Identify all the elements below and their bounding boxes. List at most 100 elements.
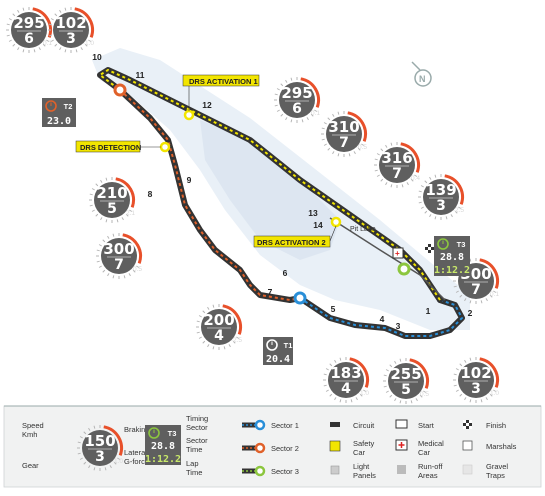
gauge-dial [201, 309, 237, 345]
gauge-gear-value: 4 [341, 381, 351, 397]
turn-number: 3 [396, 321, 401, 331]
legend-lap-label: Lap [186, 459, 199, 468]
legend-timing: T328.81:12.2TimingSectorSectorTimeLapTim… [145, 414, 208, 477]
gauge-speed-value: 200 [203, 311, 234, 329]
gauge-gear-value: 7 [339, 135, 349, 151]
gravel-trap-icon [462, 464, 473, 475]
gauge-gear-value: 6 [24, 31, 34, 47]
gauge-dial [458, 362, 494, 398]
timing-lap-time: 1:12.2 [434, 265, 470, 276]
svg-text:N: N [419, 74, 426, 84]
finish-flag-icon [463, 420, 472, 429]
gauge-speed-value: 139 [425, 181, 456, 199]
gauge-speed-value: 102 [460, 364, 491, 382]
gauge-lateral-g-value: 0.1 [490, 291, 499, 298]
timing-sector-time: 28.8 [440, 252, 464, 263]
legend-sector-2: Sector 2 [242, 442, 299, 454]
turn-number: 11 [136, 70, 145, 80]
turn-number: 4 [380, 314, 385, 324]
legend-sector-label: Sector 2 [271, 444, 299, 453]
legend-safety-label: Safety [353, 439, 375, 448]
svg-text:DRS DETECTION: DRS DETECTION [80, 143, 141, 152]
stopwatch-icon [437, 238, 449, 250]
legend-lap-time: Time [186, 468, 202, 477]
legend-timing-label: Timing [186, 414, 208, 423]
gauge-speed-value: 210 [96, 184, 127, 202]
gauge-dial [379, 147, 415, 183]
gauge-dial [328, 362, 364, 398]
gauge-gear-value: 6 [292, 101, 302, 117]
legend-start-label: Start [418, 421, 435, 430]
gauge-dial [101, 238, 137, 274]
timing-sector-label: T3 [457, 240, 466, 249]
legend-finish-label: Finish [486, 421, 506, 430]
turn-number: 13 [308, 208, 318, 218]
legend-gear-label: Gear [22, 461, 39, 470]
braking-arc [74, 7, 94, 38]
gauge-gear-value: 5 [107, 201, 117, 217]
legend-safety-car: Car [353, 448, 366, 457]
timing-sector-label: T2 [64, 102, 73, 111]
legend-timing-sector: Sector [186, 423, 208, 432]
timing-sector-label: T1 [284, 341, 293, 350]
sector-1-marker [293, 291, 307, 305]
gauge-speed-value: 295 [13, 14, 44, 32]
gauge-gear-value: 3 [66, 31, 76, 47]
pit-lane-path [329, 217, 446, 301]
marshal-icon [462, 440, 473, 451]
legend-gauge: 1503-1.0SpeedKmhGearBrakingLateralG-forc… [22, 421, 149, 471]
legend-speed-unit: Kmh [22, 430, 37, 439]
legend-lateral-label: Lateral [124, 448, 147, 457]
svg-text:DRS ACTIVATION 2: DRS ACTIVATION 2 [257, 238, 326, 247]
braking-arc [222, 304, 242, 335]
drs-activation-2-marker [330, 216, 342, 228]
gauge-lateral-g-value: -0.5 [356, 144, 368, 151]
legend-sector-time: Time [186, 445, 202, 454]
turn-number: 6 [283, 268, 288, 278]
legend-sector-1: Sector 1 [242, 419, 299, 431]
timing-sector-label: T3 [168, 429, 177, 438]
drs-activation-2-label: DRS ACTIVATION 2 [253, 225, 337, 248]
turn-number: 12 [202, 100, 212, 110]
gauge-dial [53, 12, 89, 48]
stopwatch-icon [45, 100, 57, 112]
legend-panels-label: Panels [353, 471, 376, 480]
gauge-lateral-g-value: 2.1 [126, 210, 135, 217]
legend-gravel-label: Gravel [486, 462, 508, 471]
braking-arc [32, 7, 52, 38]
braking-arc [349, 357, 369, 388]
braking-arc [400, 142, 420, 173]
gauge-speed-value: 255 [390, 365, 421, 383]
gauge-speed-value: 295 [281, 84, 312, 102]
drs-activation-1-marker [183, 109, 195, 121]
svg-text:DRS ACTIVATION 1: DRS ACTIVATION 1 [189, 77, 258, 86]
safety-car-icon [329, 440, 341, 452]
braking-arc [444, 174, 464, 205]
legend-runoff-label: Run-off [418, 462, 443, 471]
timing-sector-time: 23.0 [47, 116, 71, 127]
gauge-speed-value: 310 [328, 118, 359, 136]
gauge-dial [279, 82, 315, 118]
stopwatch-icon [148, 427, 160, 439]
turn-number: 5 [331, 304, 336, 314]
legend-sector-label: Sector 1 [271, 421, 299, 430]
gauge-lateral-g-value: -1.0 [488, 390, 500, 397]
legend-speed-label: Speed [22, 421, 44, 430]
compass-icon: N [411, 61, 432, 87]
gauge-gear-value: 3 [471, 381, 481, 397]
sector-3-marker [397, 262, 411, 276]
drs-detection-marker [159, 141, 171, 153]
legend-traps-label: Traps [486, 471, 505, 480]
gauge-gear-value: 4 [214, 328, 224, 344]
legend-sector-label: Sector [186, 436, 208, 445]
